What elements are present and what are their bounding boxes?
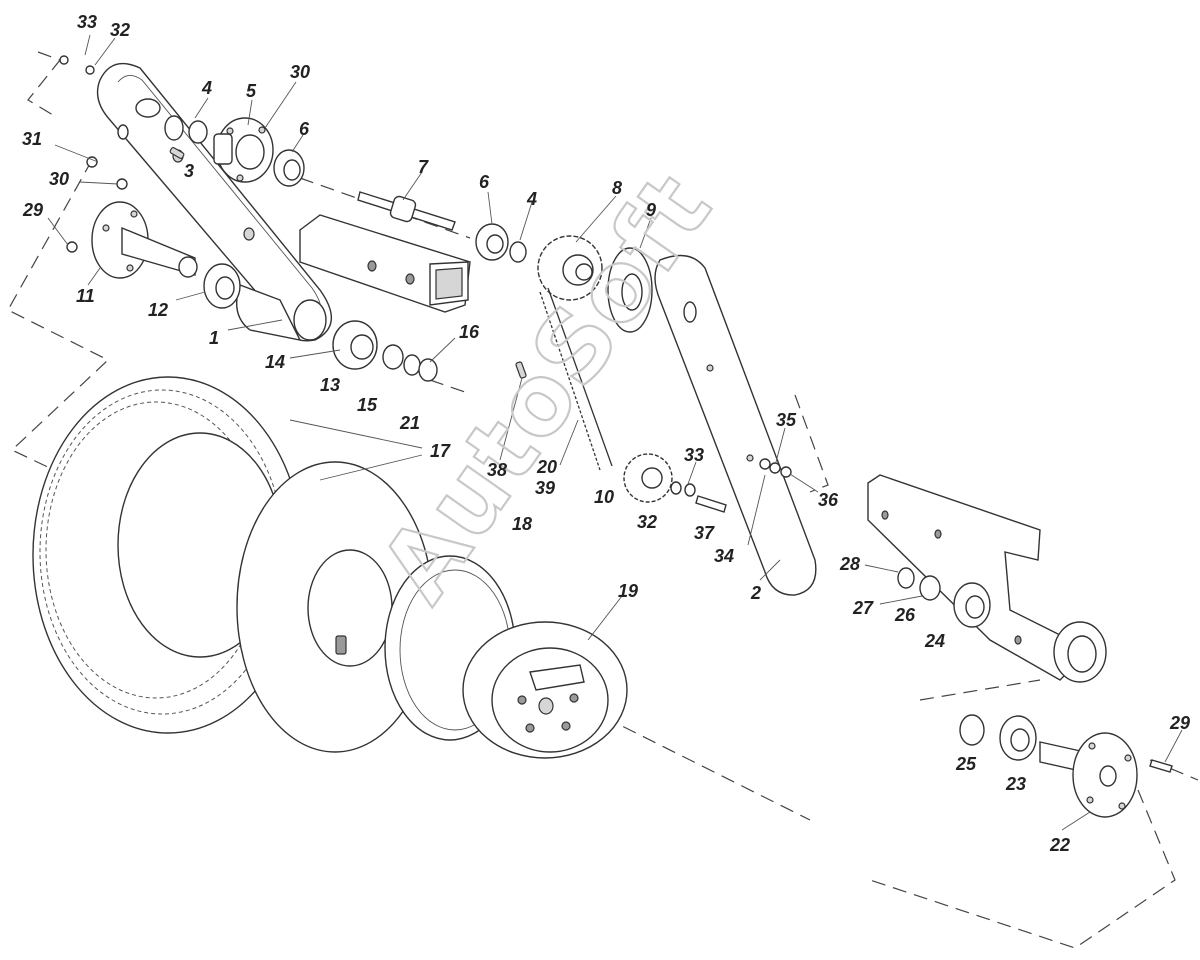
callout-26: 26: [894, 605, 916, 625]
callout-14: 14: [265, 352, 285, 372]
hub-11: [59, 55, 241, 309]
leader-lines: [47, 34, 1183, 831]
callout-11: 11: [76, 286, 95, 306]
small-sprocket: [623, 453, 727, 513]
callout-9: 9: [646, 200, 656, 220]
callout-8: 8: [612, 178, 622, 198]
callout-29a: 29: [22, 200, 43, 220]
callout-10: 10: [594, 487, 614, 507]
callout-22: 22: [1049, 835, 1070, 855]
callout-35: 35: [776, 410, 797, 430]
callout-24: 24: [924, 631, 945, 651]
callout-36: 36: [818, 490, 839, 510]
wheel-rim: [462, 621, 628, 759]
callout-18: 18: [512, 514, 532, 534]
callout-5: 5: [246, 81, 257, 101]
callout-32b: 32: [637, 512, 657, 532]
callout-30b: 30: [49, 169, 69, 189]
callout-3: 3: [184, 161, 194, 181]
right-bracket: [867, 474, 1107, 683]
watermark: AutoSoft: [359, 153, 734, 621]
drive-sprocket: [475, 223, 653, 333]
callout-1: 1: [209, 328, 219, 348]
callout-32a: 32: [110, 20, 130, 40]
callout-34: 34: [714, 546, 734, 566]
callout-7: 7: [418, 157, 429, 177]
callouts: 1 2 3 4 4 5 6 6 7 8 9 10 11 12 13 14 15 …: [22, 12, 1190, 855]
callout-30a: 30: [290, 62, 310, 82]
callout-4a: 4: [201, 78, 212, 98]
callout-31: 31: [22, 129, 42, 149]
callout-39: 39: [535, 478, 555, 498]
callout-27: 27: [852, 598, 874, 618]
chain-20: [515, 287, 613, 471]
callout-20: 20: [536, 457, 557, 477]
callout-33a: 33: [77, 12, 97, 32]
callout-19: 19: [618, 581, 638, 601]
callout-6b: 6: [479, 172, 490, 192]
callout-21: 21: [399, 413, 420, 433]
inner-tube: [236, 461, 434, 753]
left-arm: [96, 62, 333, 342]
square-tube: [299, 214, 471, 313]
callout-23: 23: [1005, 774, 1026, 794]
bearing-group-top: [164, 115, 305, 187]
callout-15: 15: [357, 395, 378, 415]
callout-38: 38: [487, 460, 507, 480]
callout-25: 25: [955, 754, 977, 774]
callout-6a: 6: [299, 119, 310, 139]
callout-2: 2: [750, 583, 761, 603]
callout-13: 13: [320, 375, 340, 395]
callout-33b: 33: [684, 445, 704, 465]
callout-28: 28: [839, 554, 860, 574]
callout-4b: 4: [526, 189, 537, 209]
callout-17: 17: [430, 441, 451, 461]
bearing-group-lower: [332, 320, 438, 382]
shaft-7: [357, 191, 456, 231]
callout-37: 37: [694, 523, 715, 543]
flange-5: [213, 117, 274, 183]
callout-16: 16: [459, 322, 480, 342]
hub-22: [959, 714, 1173, 818]
callout-29b: 29: [1169, 713, 1190, 733]
right-arm: [654, 254, 817, 596]
callout-12: 12: [148, 300, 168, 320]
